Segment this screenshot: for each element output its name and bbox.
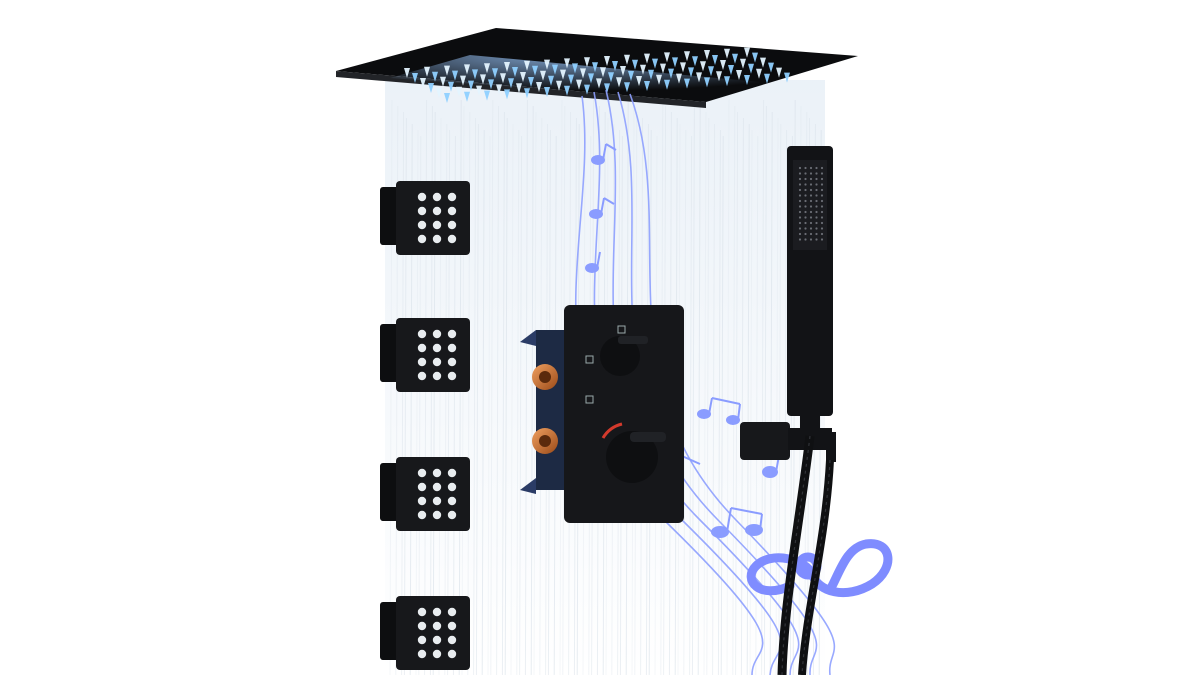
mode-icon	[617, 325, 626, 334]
music-note-icon	[591, 143, 617, 165]
handheld-shower-head	[787, 146, 833, 416]
music-note-icon	[762, 449, 781, 478]
hand-shower	[740, 146, 836, 675]
body-jet-spray	[380, 181, 470, 255]
temp-scale-mark	[601, 422, 623, 439]
wall-bracket	[740, 414, 836, 462]
body-jet-spray	[380, 457, 470, 531]
body-jet-sprays	[380, 181, 470, 670]
mode-icon	[585, 355, 594, 364]
mode-icon	[585, 395, 594, 404]
music-note-icon	[589, 197, 615, 219]
thermostatic-valve	[520, 305, 684, 523]
valve-rough-in-body	[520, 330, 568, 494]
body-jet-spray	[380, 318, 470, 392]
music-note-icon	[697, 397, 741, 425]
diverter-knob	[600, 336, 640, 376]
temperature-knob	[606, 431, 658, 483]
led-nozzle-array	[404, 47, 790, 103]
music-note-icon	[711, 507, 763, 538]
body-jet-spray	[380, 596, 470, 670]
ceiling-rain-shower-head	[336, 28, 858, 108]
music-note-icon	[585, 251, 601, 273]
